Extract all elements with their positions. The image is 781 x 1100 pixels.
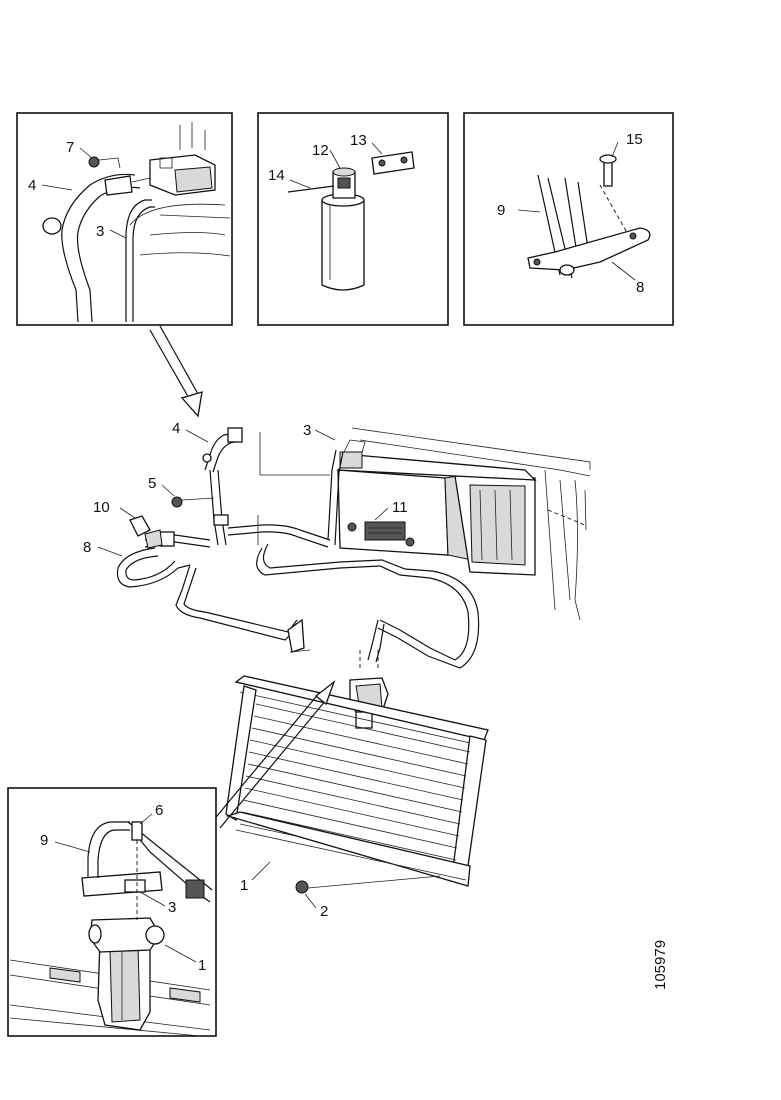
callout-d-9: 9 (40, 832, 48, 849)
callout-main-10: 10 (93, 499, 110, 516)
main-assembly: 4 3 5 10 11 8 (83, 420, 591, 669)
callout-12: 12 (312, 142, 329, 159)
callout-d-3: 3 (168, 899, 176, 916)
callout-main-5: 5 (148, 475, 156, 492)
callout-15: 15 (626, 131, 643, 148)
callout-d-1: 1 (198, 957, 206, 974)
condenser: 1 2 (225, 675, 489, 920)
callout-main-3: 3 (303, 422, 311, 439)
callout-main-2: 2 (320, 903, 328, 920)
condenser-fins (239, 703, 471, 871)
figure-id: 105979 (652, 940, 669, 990)
inset-a-pointer-arrow (149, 325, 203, 418)
inset-receiver-drier-detail: 12 13 14 (257, 112, 449, 326)
callout-8: 8 (636, 279, 644, 296)
callout-main-8: 8 (83, 539, 91, 556)
inset-c-frame (463, 112, 674, 326)
callout-d-6: 6 (155, 802, 163, 819)
callout-13: 13 (350, 132, 367, 149)
callout-14: 14 (268, 167, 285, 184)
callout-4: 4 (28, 177, 36, 194)
inset-bracket-bolt-detail: 15 9 8 (463, 112, 674, 326)
callout-main-4: 4 (172, 420, 180, 437)
callout-9: 9 (497, 202, 505, 219)
callout-7: 7 (66, 139, 74, 156)
inset-d-pointer-arrow (211, 680, 336, 829)
inset-hose-bracket-detail: 7 4 3 (16, 112, 233, 326)
callout-main-11: 11 (392, 499, 408, 516)
inset-condenser-mount-detail: 6 9 3 1 (7, 787, 217, 1037)
callout-main-1: 1 (240, 877, 248, 894)
callout-3: 3 (96, 223, 104, 240)
